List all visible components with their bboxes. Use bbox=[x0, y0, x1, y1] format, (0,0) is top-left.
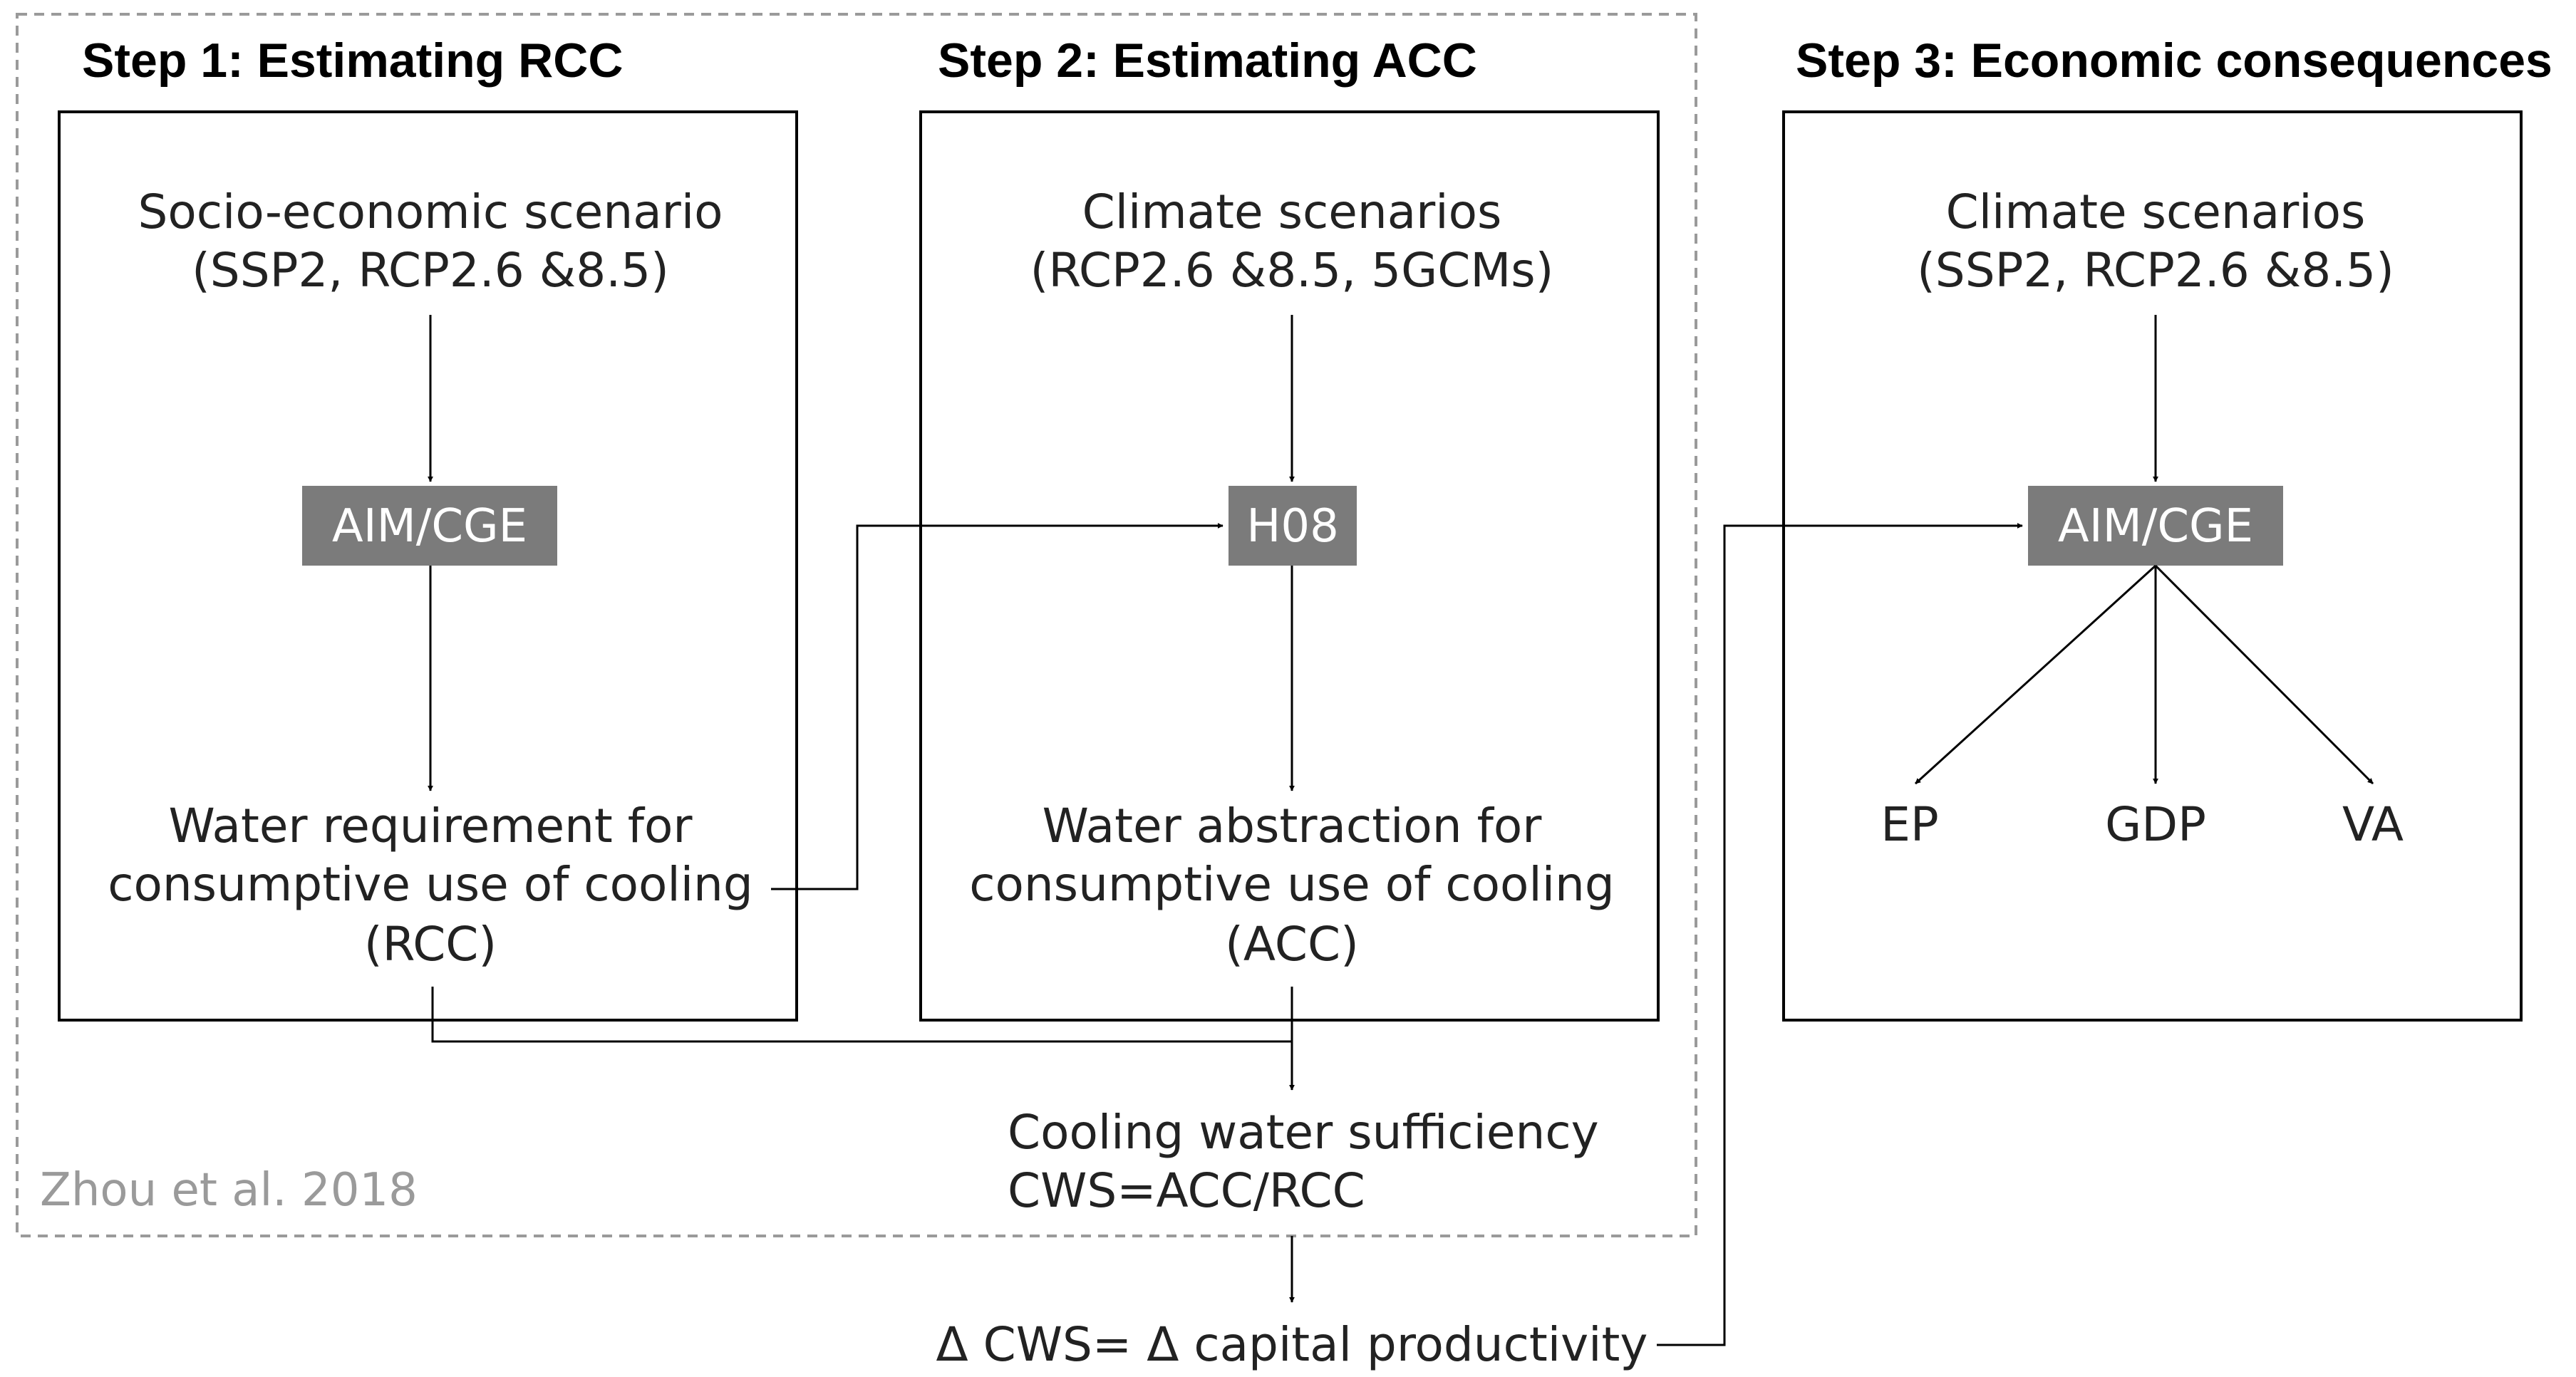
step2-output-line3: (ACC) bbox=[1225, 917, 1359, 972]
connector-rcc-to-cws bbox=[431, 987, 1292, 1043]
step2-model-label: H08 bbox=[1246, 500, 1339, 553]
step3-scenario-detail: (SSP2, RCP2.6 &8.5) bbox=[1917, 243, 2394, 298]
step3-scenario-title: Climate scenarios bbox=[1946, 185, 2366, 239]
cws-title: Cooling water sufficiency bbox=[1008, 1105, 1599, 1160]
step1-model-box bbox=[302, 486, 557, 566]
step2-panel: Climate scenarios (RCP2.6 &8.5, 5GCMs) H… bbox=[919, 110, 1660, 1022]
citation-label: Zhou et al. 2018 bbox=[40, 1164, 418, 1217]
step3-model-box bbox=[2028, 486, 2283, 566]
step1-output-line2: consumptive use of cooling bbox=[108, 857, 753, 912]
step1-box bbox=[58, 110, 798, 1022]
cws-formula: CWS=ACC/RCC bbox=[1008, 1163, 1365, 1218]
connector-rcc-to-h08 bbox=[771, 523, 1224, 890]
step2-heading: Step 2: Estimating ACC bbox=[938, 33, 1477, 88]
step3-arrow-model-to-ep bbox=[1914, 564, 2157, 785]
step3-panel: Climate scenarios (SSP2, RCP2.6 &8.5) AI… bbox=[1782, 110, 2523, 1022]
delta-cws-label: Δ CWS= Δ capital productivity bbox=[936, 1317, 1648, 1372]
step3-box bbox=[1782, 110, 2523, 1022]
step3-output-gdp: GDP bbox=[2105, 797, 2206, 852]
step3-heading: Step 3: Economic consequences bbox=[1796, 33, 2552, 88]
step3-arrow-model-to-va bbox=[2154, 564, 2374, 785]
step2-box bbox=[919, 110, 1660, 1022]
step2-model-box bbox=[1228, 486, 1357, 566]
step1-panel: Socio-economic scenario (SSP2, RCP2.6 &8… bbox=[58, 110, 798, 1022]
step1-scenario-detail: (SSP2, RCP2.6 &8.5) bbox=[192, 243, 669, 298]
step2-scenario-detail: (RCP2.6 &8.5, 5GCMs) bbox=[1030, 243, 1554, 298]
step2-output-line2: consumptive use of cooling bbox=[969, 857, 1615, 912]
step3-output-va: VA bbox=[2342, 797, 2404, 852]
step1-output-line3: (RCC) bbox=[364, 917, 497, 972]
step1-model-label: AIM/CGE bbox=[332, 500, 527, 553]
zhou-2018-scope-frame bbox=[16, 13, 1697, 1237]
step2-output-line1: Water abstraction for bbox=[1043, 799, 1543, 853]
connector-delta-to-step3-model bbox=[1657, 523, 2023, 1346]
step2-scenario-title: Climate scenarios bbox=[1082, 185, 1502, 239]
step1-output-line1: Water requirement for bbox=[168, 799, 693, 853]
step3-output-ep: EP bbox=[1881, 797, 1939, 852]
step1-heading: Step 1: Estimating RCC bbox=[82, 33, 623, 88]
step3-model-label: AIM/CGE bbox=[2058, 500, 2253, 553]
step1-scenario-title: Socio-economic scenario bbox=[138, 185, 723, 239]
